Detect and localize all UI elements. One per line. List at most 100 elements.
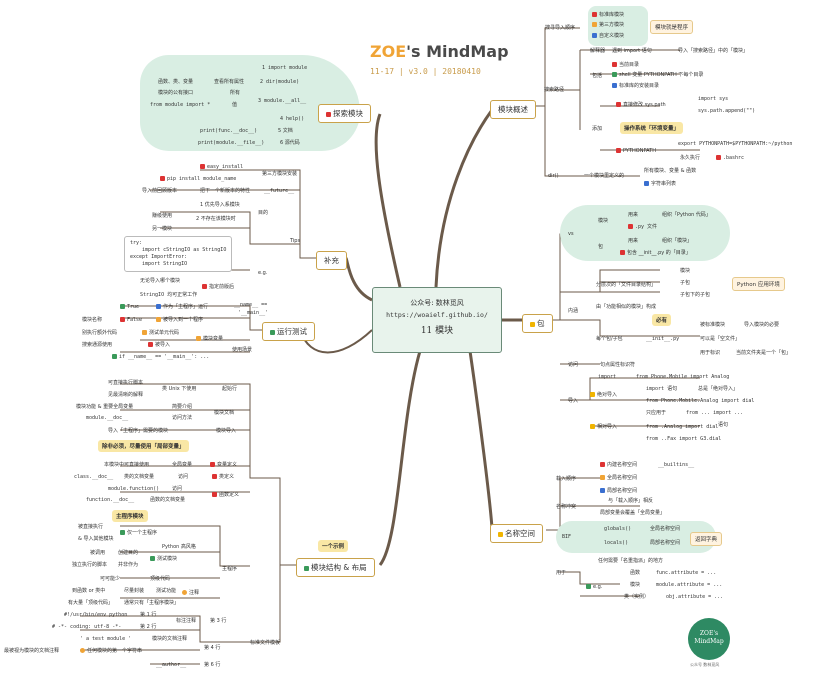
module-is-program-tag: 模块就是程序	[650, 20, 694, 34]
inner-label: 内涵	[568, 308, 579, 314]
struct-item: 独立执行的脚本	[72, 562, 108, 568]
export-path: export PYTHONPATH=$PYTHONPATH:~/python	[678, 141, 793, 147]
struct-item: 仅一个主程序	[120, 530, 157, 536]
inner-item: 用于标识	[700, 350, 721, 356]
struct-item: module.function()	[108, 486, 160, 492]
template-item: 任何模块的第一个字符串	[80, 648, 142, 654]
explore-item: 模块的公有接口	[158, 90, 194, 96]
run-item: False	[120, 317, 142, 323]
structure-label: 模块结构 & 布局	[311, 563, 367, 572]
branch-package[interactable]: 包	[522, 314, 553, 333]
inner-item: 子包	[680, 280, 691, 286]
star-icon	[326, 111, 331, 117]
supp-item: 无论导入哪个模块	[140, 278, 181, 284]
module-label: 模块	[598, 218, 609, 224]
usage-item: func.attribute = ...	[656, 570, 717, 576]
conflict-item: 局部变量会覆盖「全局变量」	[600, 510, 666, 516]
struct-item: 测试功能	[156, 588, 177, 594]
run-item: 被导入	[148, 342, 170, 348]
package-icon	[590, 392, 595, 397]
center-node[interactable]: 公众号: 数林觅风 https://woaielf.github.io/ 11 …	[372, 287, 502, 353]
pkg-item: 包含 __init__.py 的「目录」	[620, 250, 691, 256]
inner-item: 可以是「空文件」	[700, 336, 741, 342]
struct-item: 被调用	[90, 550, 106, 556]
run-item: 作为「主程序」运行	[156, 304, 208, 310]
run-item: True	[120, 304, 139, 310]
include-item: 当前目录	[612, 62, 639, 68]
usage-item: 任何需要「名重指派」的地方	[598, 558, 664, 564]
branch-supplement[interactable]: 补充	[316, 251, 347, 270]
bif-label: BIF	[562, 534, 572, 540]
pkg-label: 包	[598, 244, 604, 250]
flag-icon	[196, 336, 201, 341]
template-item: 最被视为模块的文档注释	[4, 648, 60, 654]
branch-structure[interactable]: 模块结构 & 布局	[296, 558, 375, 577]
struct-item: 注释	[182, 590, 199, 596]
inner-item: 子包下的子包	[680, 292, 711, 298]
flag-icon	[120, 530, 125, 535]
inner-item: 模块	[680, 268, 691, 274]
branch-module-overview[interactable]: 模块概述	[490, 100, 536, 119]
explore-item: 查看所有属性	[214, 79, 245, 85]
load-item: 内建名称空间	[600, 462, 637, 468]
struct-item: module.__doc__	[86, 415, 129, 421]
explore-item: print(func.__doc__)	[200, 128, 258, 134]
flag-icon	[120, 304, 125, 309]
run-item: 测试单元代码	[142, 330, 179, 336]
flag-icon	[716, 155, 721, 160]
branch-run-test[interactable]: 运行测试	[262, 322, 315, 341]
code-import-sys: import sys	[698, 96, 729, 102]
package-icon	[530, 321, 535, 327]
import-item: 只应用于	[646, 410, 667, 416]
title-rest: MindMap	[420, 42, 509, 61]
struct-item: 模块文档	[214, 410, 235, 416]
logo-line2: MindMap	[694, 638, 724, 645]
interpreter-label: 解释器	[590, 48, 606, 54]
struct-item: 见最清晰的解释	[108, 392, 144, 398]
usage-label: 用于	[556, 570, 567, 576]
forever-label: 永久执行	[680, 155, 701, 161]
search-path-label: 搜索路径	[544, 87, 565, 93]
template-item: 第 2 行	[140, 624, 157, 630]
struct-item: 被直接执行	[78, 524, 104, 530]
branch-namespace[interactable]: 名称空间	[490, 524, 543, 543]
run-test-label: 运行测试	[277, 327, 307, 336]
usage-item: 函数	[630, 570, 641, 576]
struct-item: class.__doc__	[74, 474, 114, 480]
template-item: 标注注释	[176, 618, 197, 624]
struct-item: 变量定义	[210, 462, 237, 468]
conflict-label: 名称冲突	[556, 504, 577, 510]
load-item: 局部名称空间	[600, 488, 637, 494]
bashrc-label: .bashrc	[716, 155, 744, 161]
run-item: '__main__'	[238, 310, 269, 316]
supp-item: 导入前回顾版本	[142, 188, 178, 194]
inner-item: 分层次的「文件目录结构」	[596, 282, 657, 288]
run-item: 使用场景	[232, 347, 253, 353]
explore-highlight	[140, 55, 360, 151]
visit-text: 句点属性标识符	[600, 362, 636, 368]
flag-icon	[212, 492, 217, 497]
search-order-label: 搜寻导入顺序	[545, 25, 576, 31]
vs-label: vs	[568, 231, 574, 237]
star-icon	[628, 224, 633, 229]
dir-label: dir()	[548, 173, 559, 179]
red-square-icon	[600, 462, 605, 467]
dir-item: 所有模块、变量 & 函数	[644, 168, 697, 174]
must-have-tag: 必有	[652, 314, 672, 326]
run-item: 搜索通源使用	[82, 342, 113, 348]
explore-label: 探索模块	[333, 109, 363, 118]
branch-explore[interactable]: 探索模块	[318, 104, 371, 123]
python-env-tag: Python 应用环境	[732, 277, 785, 291]
template-item: 第 3 行	[210, 618, 227, 624]
center-line2: https://woaielf.github.io/	[386, 311, 488, 319]
struct-item: & 导入其他模块	[78, 536, 114, 542]
include-label: 包括	[592, 73, 603, 79]
code-sys-path: sys.path.append("")	[698, 108, 756, 114]
inner-item: 由「功能相似的模块」构成	[596, 304, 657, 310]
flag-icon	[156, 304, 161, 309]
struct-item: 尽量封装	[124, 588, 145, 594]
explore-item: 值	[232, 102, 238, 108]
flag-icon	[212, 474, 217, 479]
bif-highlight	[556, 521, 716, 553]
